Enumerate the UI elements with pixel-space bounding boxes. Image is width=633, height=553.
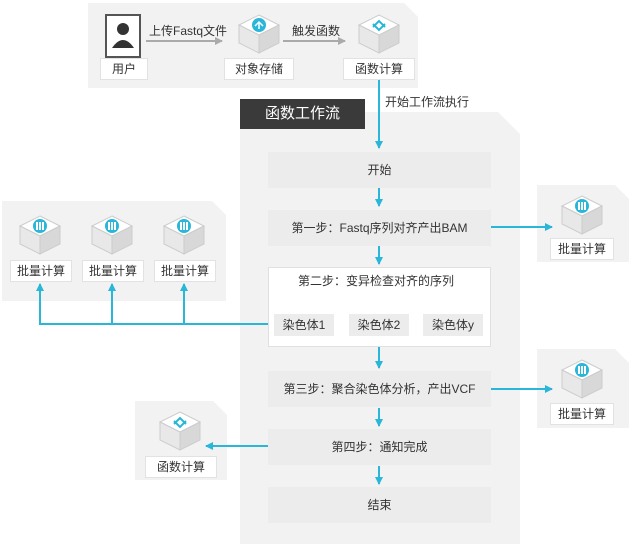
step-3: 第三步：聚合染色体分析，产出VCF [268,371,491,407]
function-label: 函数计算 [343,58,415,80]
batch-cube-icon [90,214,134,261]
workflow-tag: 函数工作流 [240,99,365,129]
batch-label-left-3: 批量计算 [154,260,216,282]
function-label-left: 函数计算 [145,456,217,478]
batch-cube-icon [18,214,62,261]
trigger-label: 触发函数 [292,24,341,38]
batch-label-right-1: 批量计算 [550,238,614,260]
arrow-chrom-batch-1 [36,283,270,325]
user-node [105,14,141,58]
storage-label: 对象存储 [224,58,294,80]
step-2-title: 第二步：变异检查对齐的序列 [298,274,455,288]
batch-cube-icon [162,214,206,261]
user-icon [105,14,141,58]
chromosome-1: 染色体1 [274,314,334,336]
chromosome-y: 染色体y [423,314,483,336]
function-cube-icon [357,13,401,60]
step-end: 结束 [268,487,491,523]
step-1: 第一步：Fastq序列对齐产出BAM [268,210,491,246]
batch-cube-icon [560,358,604,405]
function-cube-icon [158,410,202,457]
batch-label-left-1: 批量计算 [10,260,72,282]
start-exec-label: 开始工作流执行 [385,95,470,109]
batch-cube-icon [560,194,604,241]
storage-cube-icon [237,13,281,60]
chromosome-2: 染色体2 [349,314,409,336]
batch-label-left-2: 批量计算 [82,260,144,282]
step-4: 第四步：通知完成 [268,429,491,465]
user-label: 用户 [100,58,148,80]
step-start: 开始 [268,152,491,188]
upload-label: 上传Fastq文件 [149,24,228,38]
batch-label-right-2: 批量计算 [550,403,614,425]
